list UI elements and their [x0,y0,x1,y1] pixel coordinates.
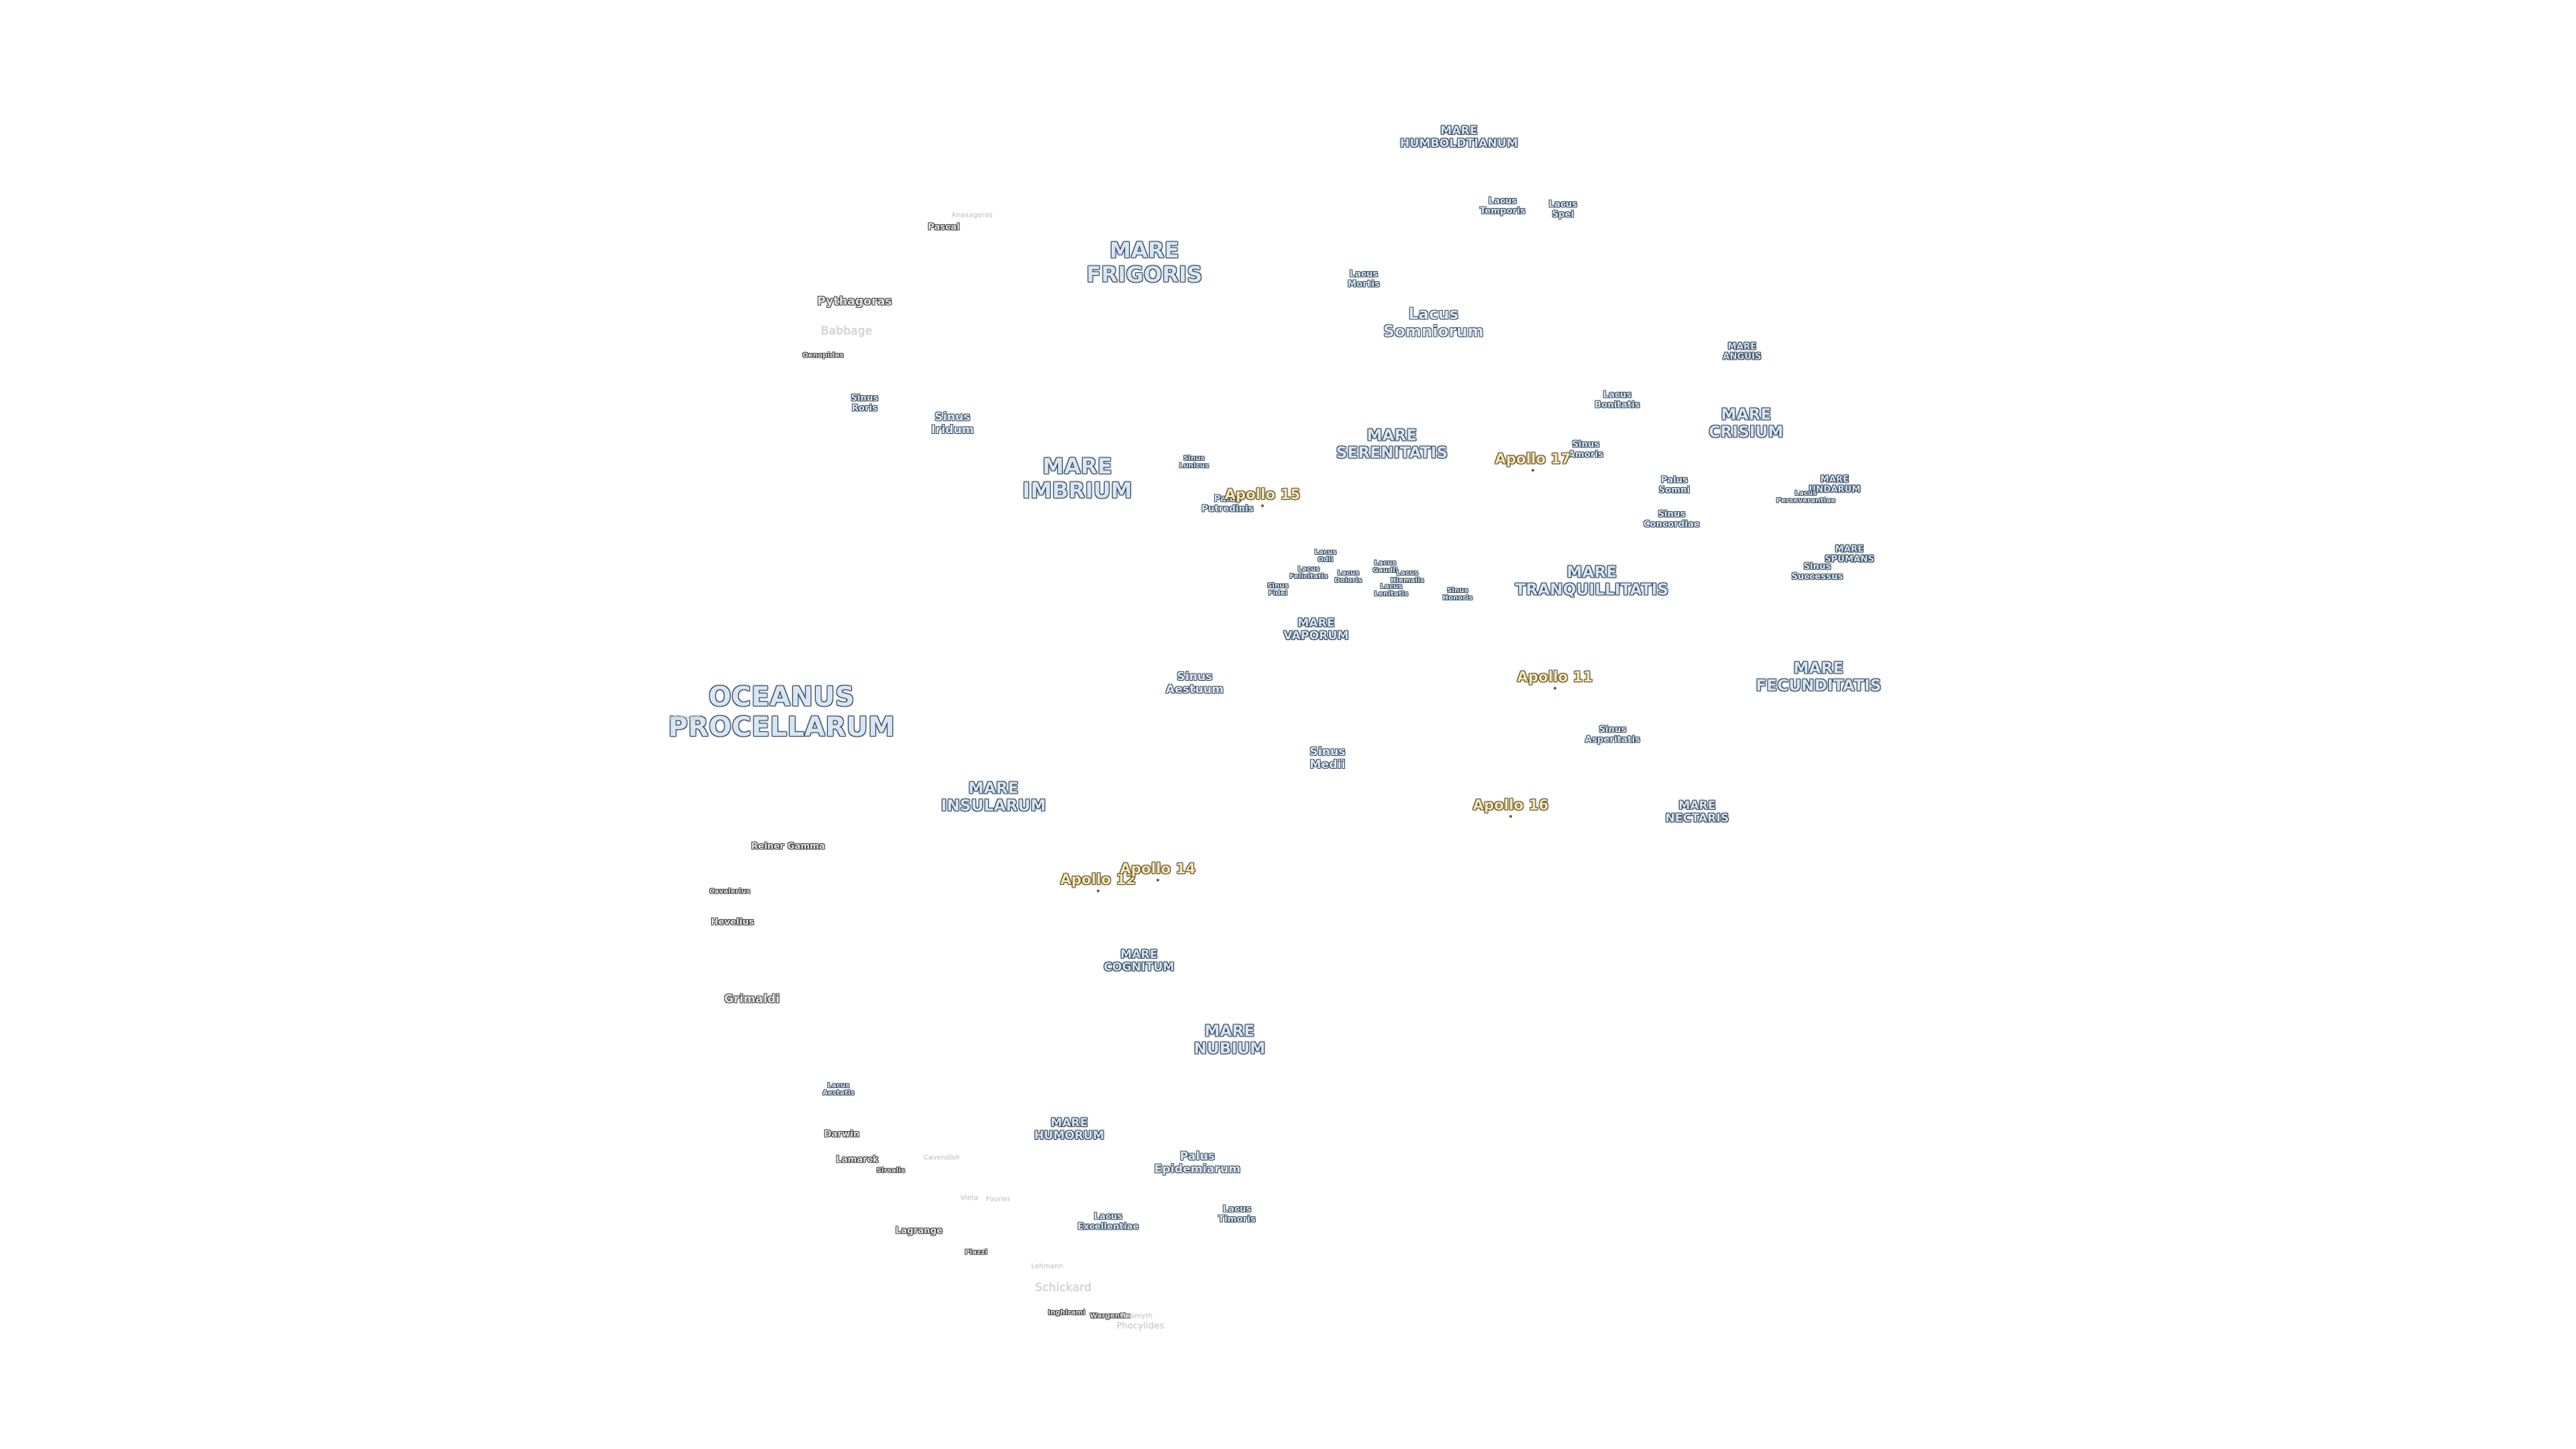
label-apollo-17: Apollo 17 [1495,451,1571,468]
label-sinus-successus: Sinus Successus [1791,561,1843,582]
label-lacus-temporis: Lacus Temporis [1480,196,1525,216]
label-babbage: Babbage [820,324,873,338]
label-sinus-asperitatis: Sinus Asperitatis [1585,724,1641,745]
landing-site-marker-apollo-11 [1554,687,1556,690]
landing-site-marker-apollo-15 [1261,504,1264,507]
landing-site-marker-apollo-16 [1509,815,1512,818]
label-vieta: Vieta [960,1194,979,1202]
label-mare-frigoris: MARE FRIGORIS [1086,237,1203,287]
label-oceanus-procellarum: OCEANUS PROCELLARUM [667,682,896,743]
label-lacus-timoris: Lacus Timoris [1218,1204,1256,1224]
label-mare-humorum: MARE HUMORUM [1034,1116,1105,1142]
label-palus-epidemiarum: Palus Epidemiarum [1154,1149,1241,1176]
label-apollo-11: Apollo 11 [1517,669,1593,686]
label-pythagoras: Pythagoras [817,294,892,309]
label-lacus-mortis: Lacus Mortis [1348,269,1380,289]
label-sinus-roris: Sinus Roris [851,393,879,413]
label-seleucus: Seleucus [668,714,700,722]
label-mare-insularum: MARE INSULARUM [941,780,1046,814]
label-reiner-gamma: Reiner Gamma [751,841,825,852]
label-mare-tranquillitatis: MARE TRANQUILLITATIS [1515,564,1669,598]
label-fourier: Fourier [985,1195,1011,1203]
label-sinus-medii: Sinus Medii [1309,745,1346,771]
label-lacus-bonitatis: Lacus Bonitatis [1595,390,1640,410]
label-mare-imbrium: MARE IMBRIUM [1022,453,1132,503]
landing-site-marker-apollo-14 [1157,879,1159,881]
label-lacus-aestatis: Lacus Aestatis [822,1081,855,1097]
label-mare-vaporum: MARE VAPORUM [1283,616,1349,643]
label-lacus-felicitatis: Lacus Felicitatis [1289,565,1328,580]
label-apollo-14: Apollo 14 [1120,861,1196,877]
label-lacus-lenitatis: Lacus Lenitatis [1374,582,1409,598]
label-wargentin: Wargentin [1089,1312,1131,1320]
label-lacus-somniorum: Lacus Somniorum [1383,305,1484,340]
label-lacus-excellentiae: Lacus Excellentiae [1077,1212,1139,1232]
label-pascal: Pascal [928,222,960,233]
label-mare-anguis: MARE ANGUIS [1723,341,1762,362]
label-cavendish: Cavendish [924,1154,960,1162]
label-sirsalis: Sirsalis [876,1167,906,1175]
label-palus-somni: Palus Somni [1658,475,1690,495]
label-lacus-doloris: Lacus Doloris [1334,569,1362,584]
label-cavalerius: Cavalerius [709,888,751,896]
label-sinus-amoris: Sinus Amoris [1568,439,1604,460]
label-hevelius: Hevelius [710,917,755,928]
label-anaxagoras: Anaxagoras [951,211,993,219]
label-mare-nubium: MARE NUBIUM [1193,1022,1266,1057]
label-lagrange: Lagrange [895,1226,943,1236]
label-sinus-honoris: Sinus Honoris [1442,586,1473,602]
label-sinus-fidei: Sinus Fidei [1267,582,1289,597]
label-lacus-perseverantiae: Lacus Perseverantiae [1776,489,1836,504]
label-inghirami: Inghirami [1048,1309,1085,1317]
label-mare-undarum: MARE UNDARUM [1809,474,1861,494]
label-palus-putredinis: Palus Putredinis [1201,494,1254,514]
label-sinus-iridum: Sinus Iridum [931,410,974,437]
label-apollo-12: Apollo 12 [1060,871,1136,888]
label-oenopides: Oenopides [802,352,844,360]
label-phocylides: Phocylides [1116,1321,1165,1332]
label-lacus-spei: Lacus Spei [1548,199,1578,219]
label-mare-nectaris: MARE NECTARIS [1665,798,1729,825]
label-apollo-16: Apollo 16 [1472,797,1549,814]
label-lacus-odii: Lacus Odii [1314,548,1337,564]
landing-site-marker-apollo-12 [1097,890,1099,892]
label-nasmyth: Nasmyth [1121,1312,1153,1320]
label-sinus-concordiae: Sinus Concordiae [1643,509,1701,529]
landing-site-marker-apollo-17 [1532,469,1534,472]
label-lacus-gaudii: Lacus Gaudii [1373,559,1398,574]
label-mare-fecunditatis: MARE FECUNDITATIS [1756,659,1882,694]
label-schickard: Schickard [1034,1281,1092,1295]
label-darwin: Darwin [824,1129,860,1140]
label-lacus-hiemalis: Lacus Hiemalis [1390,569,1425,584]
label-mare-serenitatis: MARE SERENITATIS [1336,427,1448,462]
label-lamarck: Lamarck [836,1155,879,1165]
label-apollo-15: Apollo 15 [1224,486,1301,503]
label-mare-cognitum: MARE COGNITUM [1104,947,1175,974]
label-lehmann: Lehmann [1031,1263,1063,1271]
label-mare-crisium: MARE CRISIUM [1709,406,1784,441]
label-sinus-lunicus: Sinus Lunicus [1179,454,1210,470]
label-grimaldi: Grimaldi [724,992,780,1006]
label-sinus-aestuum: Sinus Aestuum [1165,669,1224,696]
label-mare-humboldtianum: MARE HUMBOLDTIANUM [1400,123,1518,150]
label-piazzi: Piazzi [965,1248,987,1256]
label-mare-spumans: MARE SPUMANS [1824,544,1875,564]
